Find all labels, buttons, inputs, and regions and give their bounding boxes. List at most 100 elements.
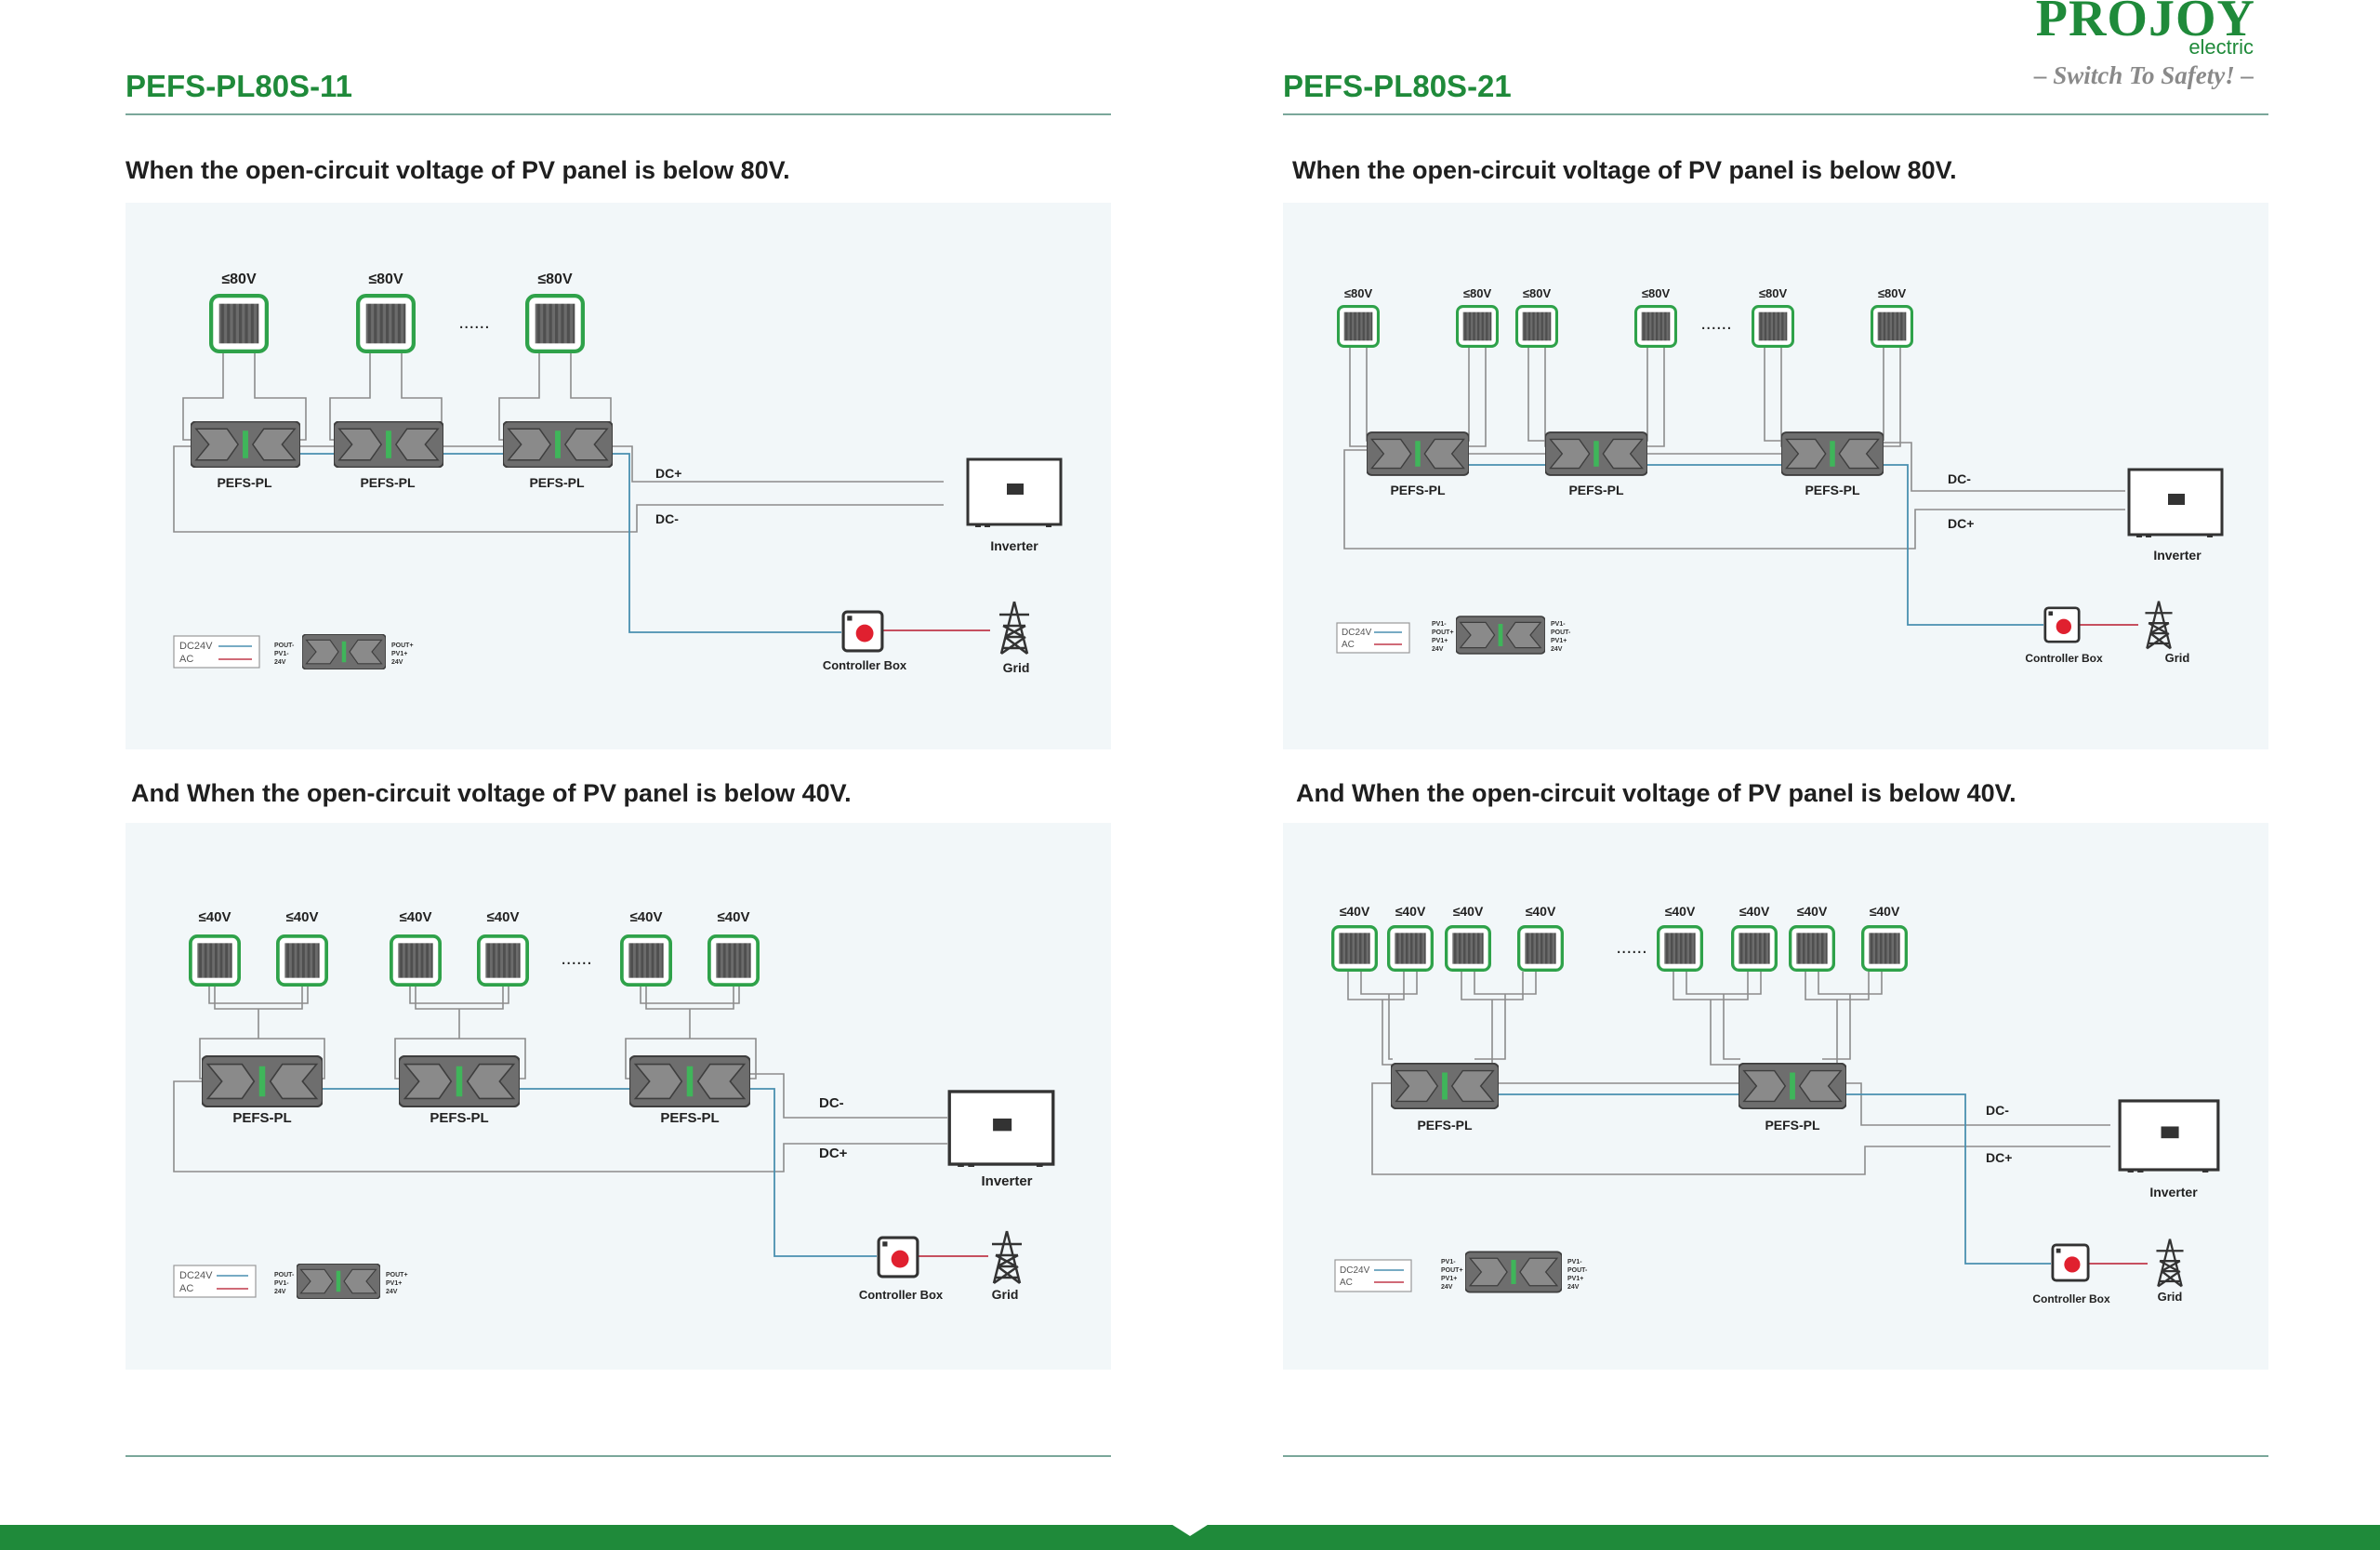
pin-label: PV1+ [1432, 638, 1448, 644]
diagram-panel: ≤80V ≤80V ≤80V ≤80V ≤80V ≤80V ...... [1283, 203, 2268, 749]
device-label: PEFS-PL [1805, 483, 1860, 497]
dc-minus-label: DC- [1986, 1103, 2009, 1118]
pefs-device-icon [1739, 1063, 1846, 1109]
pv-voltage-label: ≤80V [221, 272, 257, 287]
ellipsis: ...... [458, 312, 489, 333]
wiring-lines [173, 353, 944, 533]
pefs-device-icon [503, 421, 613, 468]
device-label: PEFS-PL [1568, 483, 1624, 497]
diagram-panel: ≤40V ≤40V ≤40V ≤40V ≤40V ≤40V ...... [126, 823, 1111, 1370]
pin-label: PV1+ [386, 1280, 402, 1287]
dc24v-line [1474, 1093, 2051, 1265]
pefs-device-icon [1456, 616, 1545, 655]
pv-panel-icon [1752, 305, 1794, 348]
controller-box-label: Controller Box [823, 658, 907, 672]
pv-voltage-label: ≤40V [1395, 904, 1426, 919]
title-divider [126, 113, 1111, 115]
device-label: PEFS-PL [1417, 1118, 1473, 1133]
pv-panel-icon [1871, 305, 1913, 348]
pin-label: 24V [1551, 646, 1563, 653]
pv-voltage-label: ≤80V [1759, 286, 1788, 300]
pefs-device-icon [399, 1055, 520, 1107]
controller-box-label: Controller Box [2025, 652, 2103, 665]
pv-voltage-label: ≤40V [1797, 904, 1828, 919]
pin-label: 24V [1432, 646, 1444, 653]
legend-dc-label: DC24V [179, 641, 213, 652]
pv-voltage-label: ≤40V [1870, 904, 1900, 919]
pv-voltage-label: ≤40V [1340, 904, 1370, 919]
pv-voltage-label: ≤40V [1453, 904, 1484, 919]
grid-tower-icon [998, 600, 1031, 656]
legend: DC24V AC [173, 635, 260, 669]
pv-panel-icon [1445, 925, 1491, 972]
pv-panel-icon [1731, 925, 1778, 972]
device-label: PEFS-PL [360, 475, 416, 490]
pv-panel-icon [1634, 305, 1677, 348]
pin-label: 24V [1441, 1284, 1453, 1291]
dc24v-line [1465, 464, 2043, 626]
pin-label: PV1- [1432, 621, 1447, 628]
pin-label: PV1+ [1567, 1276, 1583, 1282]
pefs-device-icon [202, 1055, 323, 1107]
pefs-device-icon [1545, 431, 1647, 476]
legend-ac-label: AC [1340, 1278, 1353, 1288]
pin-label: 24V [386, 1289, 398, 1295]
ellipsis: ...... [1700, 313, 1731, 334]
dc-plus-label: DC+ [1948, 516, 1974, 531]
grid-label: Grid [1003, 660, 1030, 675]
ellipsis: ...... [1616, 937, 1646, 958]
footer-notch [1170, 1523, 1210, 1536]
pv-voltage-label: ≤40V [1526, 904, 1556, 919]
pv-panel-icon [189, 934, 241, 987]
model-title-left: PEFS-PL80S-11 [126, 69, 352, 103]
controller-box-icon [877, 1236, 919, 1278]
dc-plus-label: DC+ [1986, 1150, 2012, 1165]
legend-dc-label: DC24V [1342, 628, 1372, 638]
pin-label: 24V [1567, 1284, 1580, 1291]
legend: DC24V AC [1334, 1259, 1412, 1292]
wiring-diagram: ≤80V ≤80V ≤80V ≤80V ≤80V ≤80V ...... [1336, 286, 2224, 665]
pv-voltage-label: ≤40V [286, 909, 319, 925]
inverter-icon [966, 457, 1063, 527]
inverter-label: Inverter [2153, 548, 2202, 563]
device-label: PEFS-PL [232, 1110, 291, 1126]
grid-label: Grid [992, 1287, 1019, 1302]
pefs-device-icon [302, 634, 386, 669]
legend-ac-label: AC [179, 1283, 193, 1294]
pv-panel-icon [527, 296, 583, 351]
pv-panel-icon [1456, 305, 1499, 348]
pv-panel-icon [390, 934, 442, 987]
pin-label: PV1- [1441, 1259, 1456, 1265]
device-label: PEFS-PL [660, 1110, 719, 1126]
pv-panel-icon [1331, 925, 1378, 972]
brand-sub: electric [2188, 35, 2254, 59]
pv-voltage-label: ≤40V [1665, 904, 1696, 919]
inverter-icon [2127, 468, 2224, 537]
pin-label: PV1+ [1441, 1276, 1457, 1282]
section-title: When the open-circuit voltage of PV pane… [126, 156, 790, 184]
grid-tower-icon [990, 1229, 1024, 1285]
pin-label: POUT+ [1432, 629, 1454, 636]
left-column: PEFS-PL80S-11 When the open-circuit volt… [126, 0, 1111, 1488]
pv-panel-group [211, 296, 583, 351]
device-label: PEFS-PL [529, 475, 585, 490]
pv-voltage-label: ≤80V [1523, 286, 1552, 300]
wiring-lines [173, 987, 947, 1172]
dc24v-line [297, 453, 841, 633]
legend-dc-label: DC24V [179, 1270, 213, 1281]
pefs-device-icon [191, 421, 300, 468]
brand-logo: PROJOY electric – Switch To Safety! – [2027, 0, 2287, 102]
pv-panel-icon [1789, 925, 1835, 972]
inverter-label: Inverter [2149, 1185, 2198, 1199]
pv-panel-icon [477, 934, 529, 987]
diagram-panel: ≤80V ≤80V ≤80V ...... PEF [126, 203, 1111, 749]
pv-panel-icon [358, 296, 414, 351]
pv-voltage-label: ≤80V [537, 272, 573, 287]
pv-panel-icon [620, 934, 672, 987]
section-title: And When the open-circuit voltage of PV … [1296, 779, 2016, 807]
pv-voltage-label: ≤40V [630, 909, 663, 925]
pefs-device-icon [297, 1264, 380, 1299]
dc-minus-label: DC- [655, 511, 679, 526]
legend-ac-label: AC [1342, 640, 1355, 650]
pefs-device-icon [1781, 431, 1884, 476]
